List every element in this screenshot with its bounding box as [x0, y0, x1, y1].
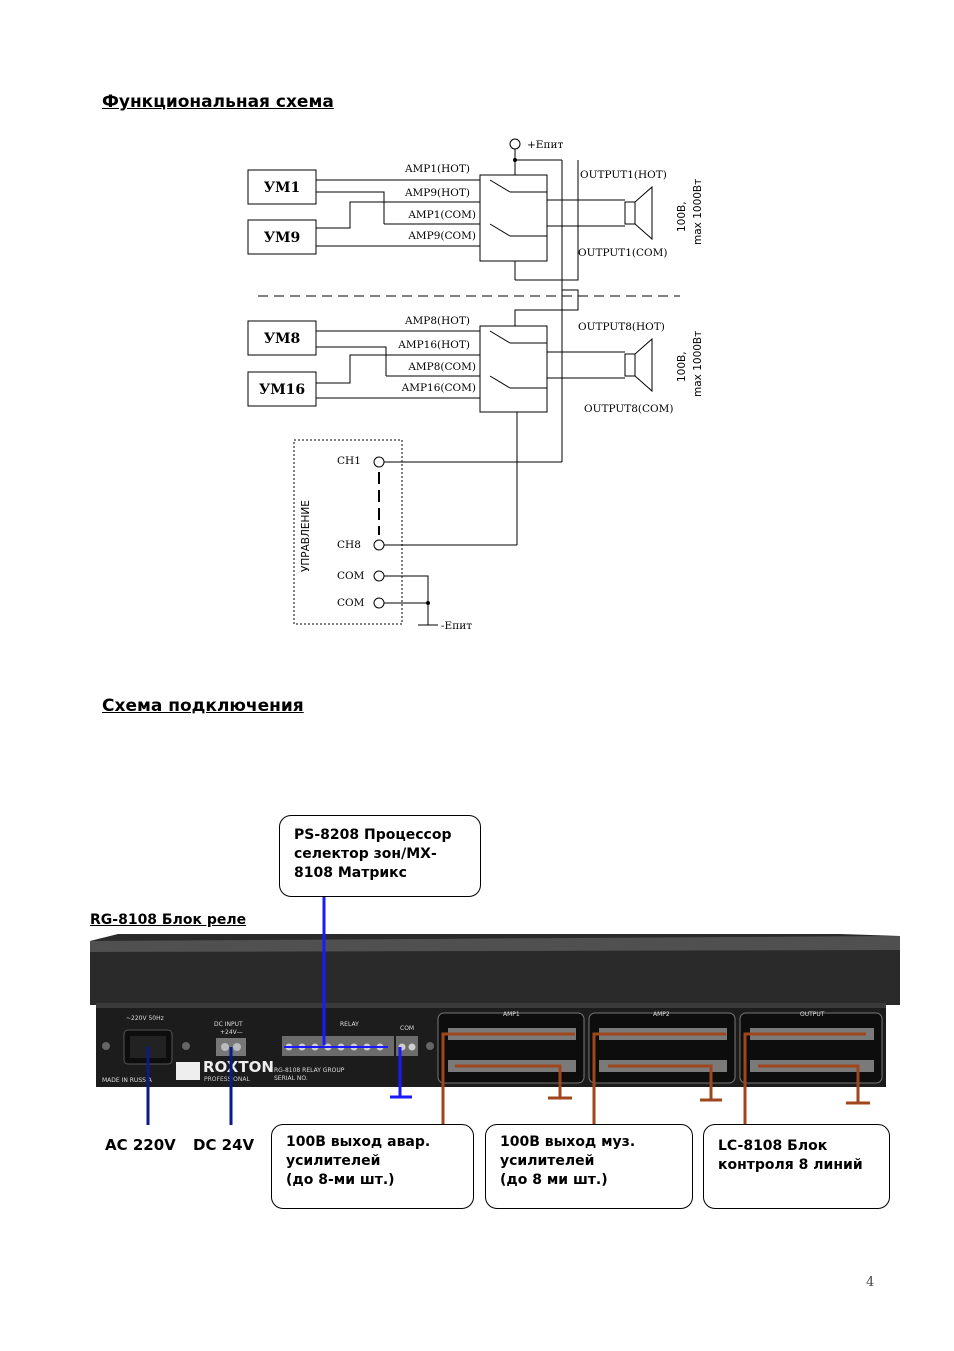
functional-diagram-heading: Функциональная схема	[102, 92, 334, 112]
ps-callout-line-2: селектор зон/МХ-	[294, 846, 437, 862]
device-model: RG-8108 RELAY GROUP	[274, 1067, 345, 1074]
ps-callout-line-1: PS-8208 Процессор	[294, 827, 452, 843]
ctrl-com2-label: COM	[337, 597, 365, 609]
g1-out-hot: OUTPUT1(HOT)	[580, 169, 667, 181]
avar-callout-line-3: (до 8-ми шт.)	[286, 1172, 395, 1188]
g8-out-hot: OUTPUT8(HOT)	[578, 321, 665, 333]
g8-out-com: OUTPUT8(COM)	[584, 403, 673, 415]
dc-24v-label: DC 24V	[193, 1136, 255, 1154]
ctrl-title: УПРАВЛЕНИЕ	[300, 500, 312, 572]
avar-amp-callout: 100В выход авар. усилителей (до 8-ми шт.…	[271, 1124, 474, 1209]
lc-callout-line-2: контроля 8 линий	[718, 1157, 863, 1173]
avar-callout-line-1: 100В выход авар.	[286, 1134, 431, 1150]
ps-callout-line-3: 8108 Матрикс	[294, 865, 407, 881]
muz-callout-line-3: (до 8 ми шт.)	[500, 1172, 608, 1188]
g8-spk-rating-2: max 1000Вт	[692, 331, 704, 397]
device-power-label: ~220V 50Hz	[126, 1015, 164, 1022]
lc-8108-callout: LC-8108 Блок контроля 8 линий	[703, 1124, 890, 1209]
muz-amp-callout: 100В выход муз. усилителей (до 8 ми шт.)	[485, 1124, 693, 1209]
device-output: OUTPUT	[800, 1011, 825, 1018]
amp-label-um9: УМ9	[264, 230, 301, 246]
g1-spk-rating-2: max 1000Вт	[692, 179, 704, 245]
device-dc-volt: +24V—	[220, 1029, 243, 1036]
ctrl-ch8-label: CH8	[337, 539, 361, 551]
g8-amp-com-a: AMP8(COM)	[407, 361, 476, 373]
amp-label-um1: УМ1	[264, 180, 301, 196]
avar-callout-line-2: усилителей	[286, 1153, 381, 1169]
ac-220v-label: AC 220V	[105, 1136, 176, 1154]
g8-amp-hot-a: AMP8(HOT)	[404, 315, 470, 327]
g8-spk-rating-1: 100В,	[676, 351, 688, 382]
g8-amp-com-b: AMP16(COM)	[401, 382, 476, 394]
g1-amp-hot-a: AMP1(HOT)	[404, 163, 470, 175]
device-brand: ROXTON	[203, 1058, 274, 1076]
g1-amp-com-a: AMP1(COM)	[407, 209, 476, 221]
g1-spk-rating-1: 100В,	[676, 201, 688, 232]
device-relay: RELAY	[340, 1021, 359, 1028]
rg-8108-label: RG-8108 Блок реле	[90, 912, 247, 928]
supply-plus-label: +Епит	[527, 139, 563, 151]
device-amp1: AMP1	[503, 1011, 520, 1018]
ctrl-com1-label: COM	[337, 570, 365, 582]
ctrl-ch1-label: CH1	[337, 455, 361, 467]
page-number: 4	[866, 1275, 875, 1290]
device-serial: SERIAL NO.	[274, 1075, 308, 1082]
functional-schematic: УМ1 УМ9 УМ8 УМ16 +Епит -Епит AMP1(HOT) A…	[247, 138, 704, 632]
device-com: COM	[400, 1025, 414, 1032]
muz-callout-line-1: 100В выход муз.	[500, 1134, 636, 1150]
device-brand-sub: PROFESSIONAL	[204, 1076, 250, 1083]
g8-amp-hot-b: AMP16(HOT)	[397, 339, 470, 351]
device-dc-input: DC INPUT	[214, 1021, 243, 1028]
lc-callout-line-1: LC-8108 Блок	[718, 1138, 828, 1154]
connection-diagram-heading: Схема подключения	[102, 696, 304, 716]
g1-out-com: OUTPUT1(COM)	[578, 247, 667, 259]
supply-minus-label: -Епит	[441, 620, 472, 632]
g1-amp-hot-b: AMP9(HOT)	[404, 187, 470, 199]
device-made-in: MADE IN RUSSIA	[102, 1077, 153, 1084]
muz-callout-line-2: усилителей	[500, 1153, 595, 1169]
amp-label-um8: УМ8	[264, 331, 301, 347]
g1-amp-com-b: AMP9(COM)	[407, 230, 476, 242]
device-amp2: AMP2	[653, 1011, 670, 1018]
ps-8208-callout: PS-8208 Процессор селектор зон/МХ- 8108 …	[279, 815, 481, 897]
amp-label-um16: УМ16	[259, 382, 305, 398]
